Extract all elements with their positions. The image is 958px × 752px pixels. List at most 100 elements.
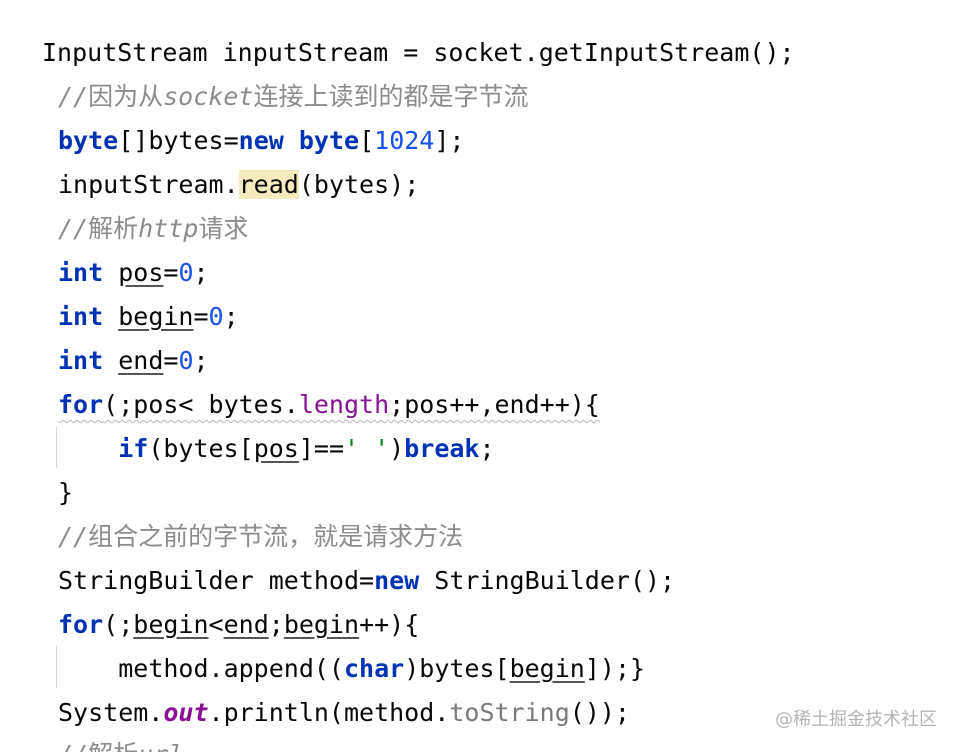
code-text: ; — [223, 302, 239, 331]
comment-slashes: // — [58, 82, 89, 111]
comment-slashes: // — [58, 740, 88, 752]
variable-name: pos — [118, 258, 164, 287]
code-text: ; — [268, 610, 284, 639]
code-text: = — [163, 346, 179, 375]
code-line-11[interactable]: } — [58, 473, 73, 513]
variable-name: begin — [283, 610, 360, 639]
keyword: byte — [58, 126, 119, 155]
variable-name: end — [118, 346, 164, 375]
code-line-17[interactable]: //解析url — [58, 735, 183, 752]
code-text: inputStream. — [58, 170, 239, 199]
code-text: )bytes[ — [404, 654, 510, 683]
variable-name: begin — [509, 654, 585, 683]
code-line-13[interactable]: StringBuilder method=new StringBuilder()… — [58, 561, 675, 601]
variable-name: end — [223, 610, 269, 639]
code-line-16[interactable]: System.out.println(method.toString()); — [58, 693, 630, 733]
code-text: = — [193, 302, 209, 331]
code-text: []bytes= — [118, 126, 239, 155]
indent-guide — [56, 426, 57, 468]
code-text — [103, 258, 118, 287]
comment-slashes: // — [58, 214, 89, 243]
code-indent — [58, 434, 118, 463]
number-literal: 0 — [178, 346, 194, 375]
field-name: length — [298, 390, 390, 419]
code-line-10[interactable]: if(bytes[pos]==' ')break; — [58, 429, 495, 469]
code-text: < — [208, 610, 224, 639]
variable-name: pos — [253, 434, 299, 463]
indent-guide — [56, 646, 57, 688]
code-line-15[interactable]: method.append((char)bytes[begin]);} — [58, 649, 645, 689]
static-field: out — [163, 698, 209, 727]
comment-text: 解析 — [88, 740, 138, 752]
code-text — [284, 126, 299, 155]
keyword: new — [238, 126, 284, 155]
code-text: ;pos++,end++){ — [389, 390, 600, 419]
code-line-7[interactable]: int begin=0; — [58, 297, 239, 337]
keyword: int — [58, 258, 104, 287]
code-text: } — [58, 478, 74, 507]
keyword: new — [374, 566, 420, 595]
number-literal: 1024 — [374, 126, 435, 155]
code-text: ]; — [434, 126, 465, 155]
watermark: @稀土掘金技术社区 — [775, 709, 937, 730]
code-line-5[interactable]: //解析http请求 — [58, 209, 248, 249]
code-text: ++){ — [359, 610, 420, 639]
code-text: ]== — [298, 434, 344, 463]
keyword: break — [404, 434, 480, 463]
method-name: toString — [449, 698, 570, 727]
code-line-12[interactable]: //组合之前的字节流，就是请求方法 — [58, 517, 463, 557]
comment-text: 解析 — [88, 214, 139, 243]
comment-slashes: // — [58, 522, 89, 551]
code-text: [ — [359, 126, 375, 155]
code-text: (bytes[ — [148, 434, 254, 463]
code-line-3[interactable]: byte[]bytes=new byte[1024]; — [58, 121, 464, 161]
highlighted-method[interactable]: read — [238, 170, 299, 199]
variable-name: begin — [133, 610, 209, 639]
code-text: InputStream inputStream = socket.getInpu… — [42, 38, 795, 67]
code-text: ]);} — [584, 654, 646, 683]
variable-name: begin — [118, 302, 194, 331]
code-text: ; — [193, 346, 209, 375]
code-text: StringBuilder(); — [419, 566, 676, 595]
code-text: ; — [193, 258, 209, 287]
code-text: (bytes); — [298, 170, 420, 199]
code-text: ()); — [569, 698, 630, 727]
number-literal: 0 — [178, 258, 194, 287]
keyword: for — [58, 610, 104, 639]
code-line-8[interactable]: int end=0; — [58, 341, 209, 381]
comment-text: 请求 — [198, 214, 249, 243]
keyword: char — [344, 654, 405, 683]
comment-text: http — [138, 214, 199, 243]
comment-text: 组合之前的字节流，就是请求方法 — [88, 522, 464, 551]
code-indent — [58, 654, 118, 683]
code-text — [103, 302, 118, 331]
keyword: int — [58, 346, 104, 375]
comment-text: 因为从 — [88, 82, 164, 111]
number-literal: 0 — [208, 302, 224, 331]
code-line-4[interactable]: inputStream.read(bytes); — [58, 165, 419, 205]
string-literal: ' ' — [344, 434, 390, 463]
code-text — [103, 346, 118, 375]
code-text: = — [163, 258, 179, 287]
code-text: method.append(( — [118, 654, 344, 683]
comment-text: socket — [163, 82, 254, 111]
comment-text: url — [138, 740, 183, 752]
code-text: (;pos< bytes. — [103, 390, 299, 419]
code-line-6[interactable]: int pos=0; — [58, 253, 209, 293]
code-line-1[interactable]: InputStream inputStream = socket.getInpu… — [42, 33, 795, 73]
code-text: ; — [479, 434, 495, 463]
code-text: .println(method. — [208, 698, 450, 727]
warning-squiggle[interactable]: for(;pos< bytes.length;pos++,end++){ — [58, 390, 600, 419]
code-line-2[interactable]: //因为从socket连接上读到的都是字节流 — [58, 77, 528, 117]
code-line-14[interactable]: for(;begin<end;begin++){ — [58, 605, 419, 645]
code-text: ) — [389, 434, 405, 463]
keyword: for — [58, 390, 104, 419]
code-text: System. — [58, 698, 164, 727]
comment-text: 连接上读到的都是字节流 — [253, 82, 529, 111]
keyword: if — [118, 434, 149, 463]
keyword: byte — [298, 126, 360, 155]
keyword: int — [58, 302, 104, 331]
code-text: (; — [103, 610, 134, 639]
code-line-9[interactable]: for(;pos< bytes.length;pos++,end++){ — [58, 385, 600, 425]
